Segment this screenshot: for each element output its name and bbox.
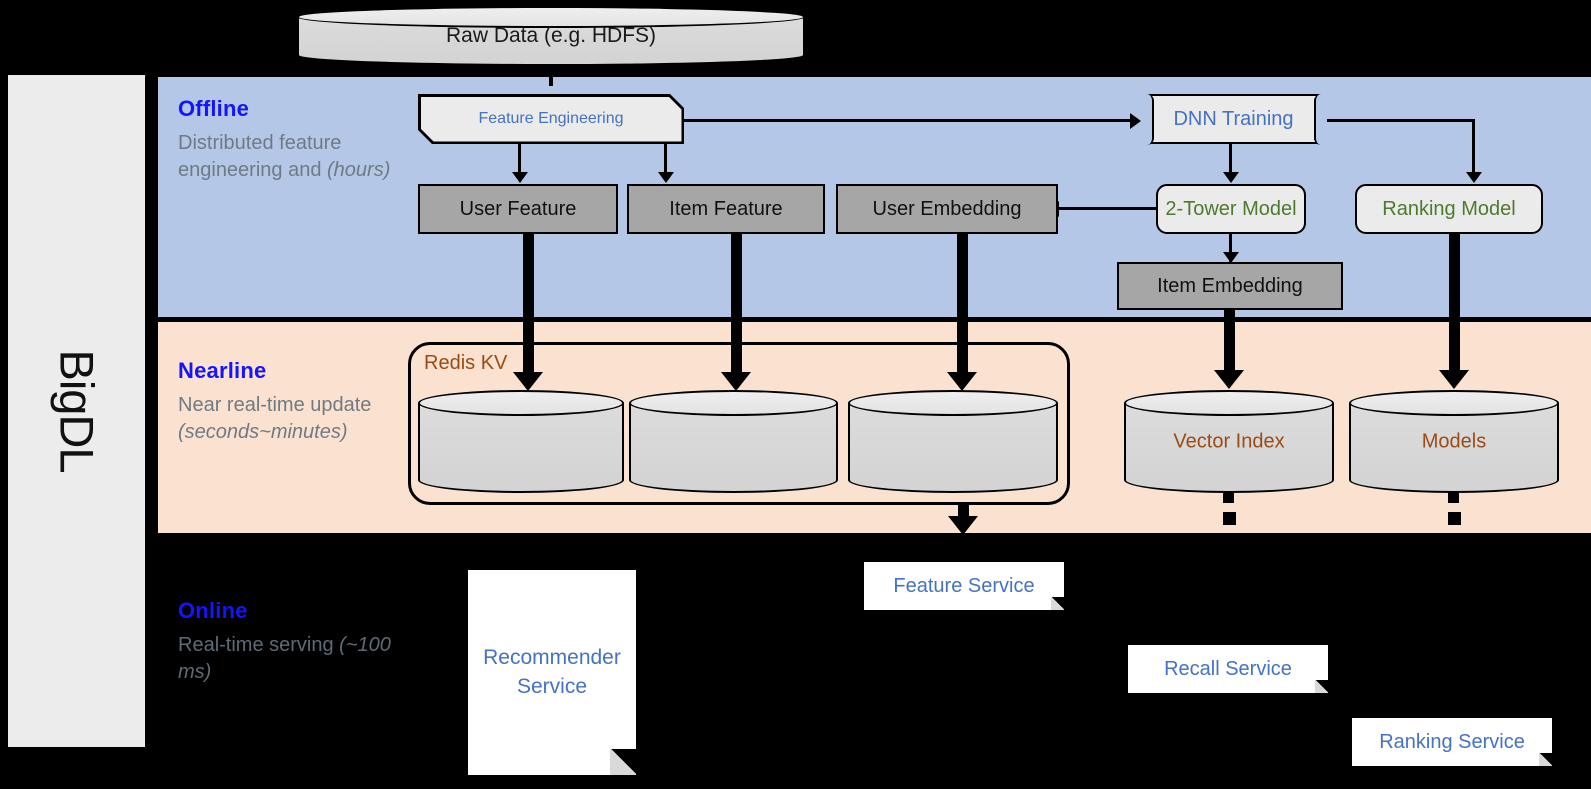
user-feature-node[interactable]: User Feature (418, 184, 618, 234)
stage-desc-offline-italic: (hours) (327, 158, 391, 181)
edge-redis-to-featureservice-line (958, 505, 969, 521)
stage-label-online: Online (178, 598, 248, 623)
stage-desc-offline-text: Distributed feature engineering and (178, 132, 342, 181)
redis-kv-group[interactable] (408, 342, 1070, 505)
edge-itemfeature-to-store-line (731, 234, 742, 382)
cylinder-top (629, 390, 838, 416)
edge-twotower-to-userembedding-line (1057, 207, 1157, 210)
models-store[interactable]: Models (1349, 390, 1559, 493)
edge-userembedding-to-store-line (957, 234, 968, 382)
dnn-training-node[interactable]: DNN Training (1140, 93, 1327, 145)
edge-twotower-to-itemembedding-arrow (1223, 252, 1239, 263)
ranking-service-label: Ranking Service (1379, 730, 1525, 753)
stage-desc-offline: Distributed feature engineering and (hou… (178, 130, 398, 183)
cylinder-top (1124, 390, 1334, 416)
edge-rankingmodel-to-models-arrow (1439, 370, 1469, 389)
cylinder-top (297, 6, 805, 28)
edge-twotower-to-itemembedding-line (1229, 234, 1232, 262)
stub-models-upper (1448, 487, 1459, 503)
dnn-training-label: DNN Training (1173, 107, 1294, 130)
edge-fe-to-itemfeature-line (664, 144, 667, 174)
user-embedding-node[interactable]: User Embedding (836, 184, 1058, 234)
redis-store-user-embedding[interactable] (848, 390, 1058, 493)
edge-dnn-to-ranking-horizontal (1326, 119, 1475, 122)
edge-redis-to-featureservice-arrow (948, 516, 978, 535)
stage-label-nearline: Nearline (178, 358, 267, 383)
redis-store-user-feature[interactable] (418, 390, 624, 493)
feature-service-label: Feature Service (893, 574, 1035, 597)
edge-userfeature-to-store-line (523, 234, 534, 382)
edge-dnn-to-twotower-line (1229, 144, 1232, 176)
page-fold-icon (610, 749, 636, 775)
caption-nearline: Nearline Near real-time update (seconds~… (178, 358, 418, 445)
caption-online: Online Real-time serving (~100 ms) (178, 598, 408, 685)
cylinder-top (848, 390, 1058, 416)
stub-models-lower (1448, 512, 1461, 525)
vector-index-label: Vector Index (1173, 430, 1285, 452)
edge-rankingmodel-to-models-line (1449, 234, 1460, 380)
edge-dnn-to-ranking-arrow (1466, 172, 1482, 183)
edge-itemembedding-to-vectorindex-arrow (1214, 370, 1244, 389)
feature-engineering-node[interactable]: Feature Engineering (418, 94, 684, 144)
caption-offline: Offline Distributed feature engineering … (178, 96, 398, 183)
ranking-service-node[interactable]: Ranking Service (1352, 718, 1552, 766)
feature-engineering-fill: Feature Engineering (421, 97, 682, 142)
edge-itemfeature-to-store-arrow (721, 372, 751, 391)
two-tower-model-label: 2-Tower Model (1165, 197, 1297, 220)
stage-desc-online: Real-time serving (~100 ms) (178, 632, 408, 685)
feature-engineering-label: Feature Engineering (478, 109, 624, 127)
edge-userfeature-to-store-arrow (513, 372, 543, 391)
page-fold-icon (1315, 680, 1328, 693)
raw-data-store[interactable]: Raw Data (e.g. HDFS) (297, 6, 805, 66)
recommender-service-node[interactable]: Recommender Service (468, 570, 636, 775)
edge-itemembedding-to-vectorindex-line (1224, 310, 1235, 380)
item-feature-node[interactable]: Item Feature (627, 184, 825, 234)
feature-service-node[interactable]: Feature Service (864, 562, 1064, 610)
page-fold-icon (1539, 753, 1552, 766)
recall-service-node[interactable]: Recall Service (1128, 645, 1328, 693)
stage-desc-online-italic: (~100 ms) (178, 634, 391, 683)
item-embedding-label: Item Embedding (1157, 274, 1303, 297)
stub-vectorindex-upper (1223, 487, 1234, 503)
edge-fe-to-itemfeature-arrow (658, 172, 674, 183)
vector-index-store[interactable]: Vector Index (1124, 390, 1334, 493)
edge-fe-to-dnn-arrow (1130, 113, 1141, 129)
stage-desc-nearline: Near real-time update (seconds~minutes) (178, 392, 418, 445)
user-embedding-label: User Embedding (872, 197, 1022, 220)
edge-rawdata-to-fe-line (549, 62, 553, 86)
stage-desc-nearline-italic: (seconds~minutes) (178, 420, 348, 443)
item-embedding-node[interactable]: Item Embedding (1117, 262, 1343, 310)
stage-label-offline: Offline (178, 96, 250, 121)
stub-vectorindex-lower (1223, 512, 1236, 525)
redis-store-item-feature[interactable] (629, 390, 838, 493)
stage-desc-nearline-text: Near real-time update (178, 394, 372, 416)
models-label: Models (1421, 430, 1487, 452)
edge-fe-to-userfeature-arrow (512, 172, 528, 183)
cylinder-top (418, 390, 624, 416)
recall-service-label: Recall Service (1164, 657, 1292, 680)
bigdl-rail: BigDL (8, 75, 145, 747)
bigdl-label: BigDL (50, 349, 103, 473)
ranking-model-label: Ranking Model (1382, 197, 1516, 220)
stage-desc-online-text: Real-time serving (178, 634, 340, 656)
cylinder-top (1349, 390, 1559, 416)
edge-dnn-to-ranking-vertical (1472, 119, 1475, 176)
redis-kv-label: Redis KV (424, 352, 508, 374)
edge-fe-to-userfeature-line (518, 144, 521, 174)
item-feature-label: Item Feature (669, 197, 783, 220)
edge-dnn-to-twotower-arrow (1223, 172, 1239, 183)
raw-data-label: Raw Data (e.g. HDFS) (445, 24, 657, 47)
edge-userembedding-to-store-arrow (947, 372, 977, 391)
user-feature-label: User Feature (459, 197, 577, 220)
edge-rawdata-to-fe-arrow (543, 62, 559, 73)
ranking-model-node[interactable]: Ranking Model (1355, 184, 1543, 234)
recommender-service-label: Recommender Service (483, 646, 621, 698)
edge-fe-to-dnn-line (683, 119, 1138, 122)
two-tower-model-node[interactable]: 2-Tower Model (1156, 184, 1306, 234)
page-fold-icon (1051, 597, 1064, 610)
